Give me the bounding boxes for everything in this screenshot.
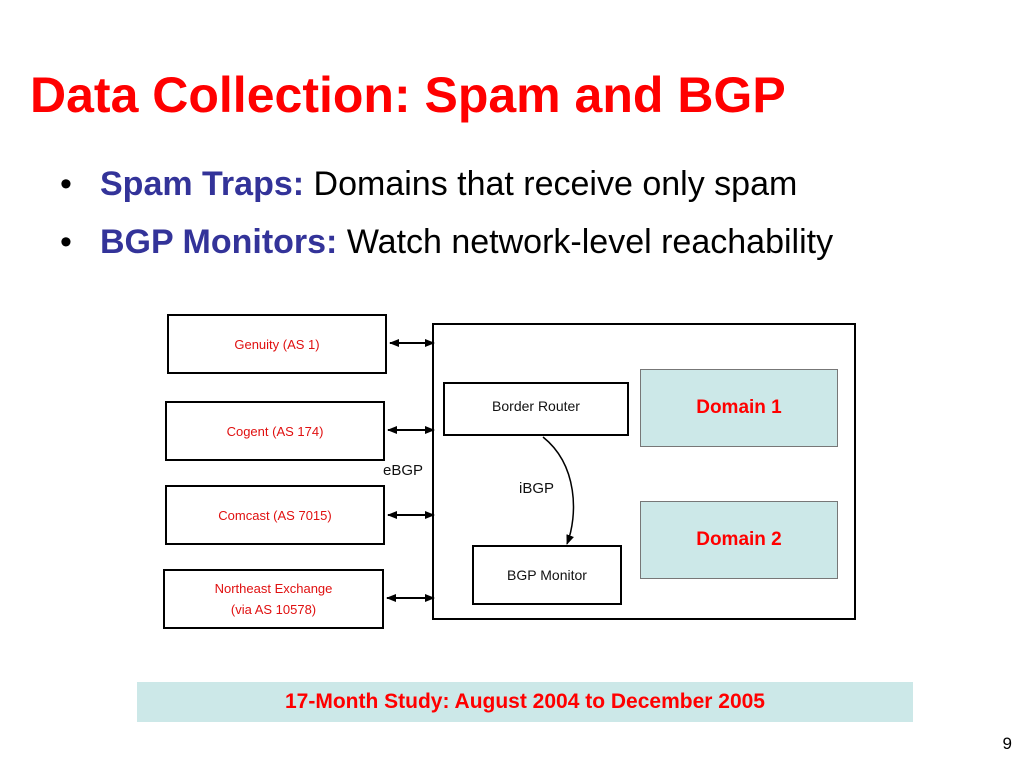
- provider-northeast-exchange: Northeast Exchange (via AS 10578): [163, 569, 384, 629]
- bullet-list: • Spam Traps: Domains that receive only s…: [60, 155, 833, 271]
- domain-label: Domain 2: [696, 529, 782, 550]
- bullet-spam-traps: • Spam Traps: Domains that receive only s…: [60, 155, 833, 213]
- study-banner: 17-Month Study: August 2004 to December …: [137, 682, 913, 722]
- exchange-label-line1: Northeast Exchange: [214, 581, 333, 596]
- border-router-label: Border Router: [492, 398, 580, 414]
- bgp-monitor-box: BGP Monitor: [472, 545, 622, 605]
- provider-label: Genuity (AS 1): [234, 336, 320, 352]
- provider-comcast: Comcast (AS 7015): [165, 485, 385, 545]
- border-router-box: Border Router: [443, 382, 629, 436]
- bullet-term: BGP Monitors:: [100, 223, 338, 261]
- ibgp-label: iBGP: [519, 480, 555, 497]
- bullet-bgp-monitors: • BGP Monitors: Watch network-level reach…: [60, 213, 833, 271]
- bullet-text: Watch network-level reachability: [346, 223, 834, 261]
- ebgp-label: eBGP: [383, 462, 424, 479]
- study-banner-text: 17-Month Study: August 2004 to December …: [284, 690, 765, 713]
- domain-1-box: Domain 1: [640, 369, 838, 447]
- provider-label: Comcast (AS 7015): [218, 507, 332, 523]
- domain-label: Domain 1: [696, 397, 782, 418]
- bullet-text: Domains that receive only spam: [313, 165, 798, 203]
- ibgp-arrow: [542, 436, 575, 545]
- provider-genuity: Genuity (AS 1): [167, 314, 387, 374]
- provider-cogent: Cogent (AS 174): [165, 401, 385, 461]
- provider-label: Cogent (AS 174): [226, 423, 324, 439]
- bullet-marker: •: [60, 165, 72, 203]
- exchange-label-line2: (via AS 10578): [230, 602, 317, 617]
- bullet-marker: •: [60, 223, 72, 261]
- bgp-monitor-label: BGP Monitor: [507, 567, 587, 583]
- slide-title: Data Collection: Spam and BGP: [30, 67, 786, 123]
- bullet-term: Spam Traps:: [100, 165, 305, 203]
- page-number: 9: [1002, 734, 1012, 753]
- domain-2-box: Domain 2: [640, 501, 838, 579]
